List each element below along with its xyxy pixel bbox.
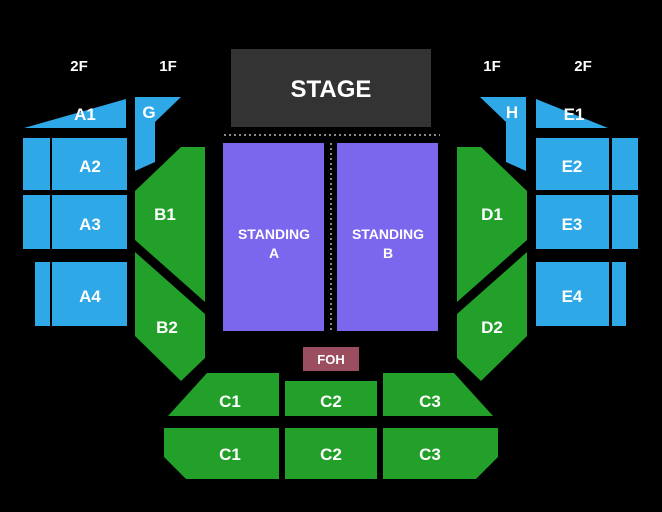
standing-b-label-line1: STANDING [352, 226, 424, 242]
section-e3-label: E3 [562, 215, 583, 234]
floor-label-left-1f: 1F [159, 58, 177, 75]
stage-label: STAGE [291, 76, 372, 103]
section-a2[interactable]: A2 [23, 138, 127, 190]
section-a3-label: A3 [79, 215, 101, 234]
section-b1[interactable]: B1 [135, 147, 205, 302]
section-d1[interactable]: D1 [457, 147, 527, 302]
foh-label: FOH [317, 352, 344, 367]
section-c2-front-label: C2 [320, 392, 342, 411]
foh-booth: FOH [303, 347, 359, 371]
section-e3[interactable]: E3 [536, 195, 638, 249]
section-c1-front[interactable]: C1 [168, 373, 279, 416]
section-c1-back-label: C1 [219, 445, 241, 464]
section-g[interactable]: G [135, 97, 181, 171]
standing-a-label-line1: STANDING [238, 226, 310, 242]
section-e2-label: E2 [562, 157, 583, 176]
section-a4[interactable]: A4 [35, 262, 127, 326]
section-b2[interactable]: B2 [135, 252, 205, 381]
floor-label-right-2f: 2F [574, 58, 592, 75]
section-c3-back-label: C3 [419, 445, 441, 464]
section-c1-front-label: C1 [219, 392, 241, 411]
standing-a-label-line2: A [269, 245, 279, 261]
floor-label-right-1f: 1F [483, 58, 501, 75]
section-b2-label: B2 [156, 318, 178, 337]
section-c3-front[interactable]: C3 [383, 373, 493, 416]
section-g-label: G [142, 103, 155, 122]
section-e4[interactable]: E4 [536, 262, 626, 326]
stage: STAGE [231, 49, 431, 127]
standing-b-label-line2: B [383, 245, 393, 261]
section-c2-back[interactable]: C2 [285, 428, 377, 479]
section-standing-b[interactable]: STANDING B [337, 143, 438, 331]
section-d1-label: D1 [481, 205, 503, 224]
section-c3-front-label: C3 [419, 392, 441, 411]
section-standing-a[interactable]: STANDING A [223, 143, 324, 331]
section-a1[interactable]: A1 [24, 99, 126, 128]
section-h[interactable]: H [480, 97, 526, 171]
section-a1-label: A1 [74, 105, 96, 124]
section-c3-back[interactable]: C3 [383, 428, 498, 479]
section-d2-label: D2 [481, 318, 503, 337]
section-a3[interactable]: A3 [23, 195, 127, 249]
section-c1-back[interactable]: C1 [164, 428, 279, 479]
section-e4-label: E4 [562, 287, 583, 306]
section-c2-back-label: C2 [320, 445, 342, 464]
section-d2[interactable]: D2 [457, 252, 527, 381]
section-b1-label: B1 [154, 205, 176, 224]
section-e1[interactable]: E1 [536, 99, 608, 128]
section-a2-label: A2 [79, 157, 101, 176]
section-e1-label: E1 [564, 105, 585, 124]
section-h-label: H [506, 103, 518, 122]
section-c2-front[interactable]: C2 [285, 381, 377, 416]
section-e2[interactable]: E2 [536, 138, 638, 190]
floor-label-left-2f: 2F [70, 58, 88, 75]
section-a4-label: A4 [79, 287, 101, 306]
